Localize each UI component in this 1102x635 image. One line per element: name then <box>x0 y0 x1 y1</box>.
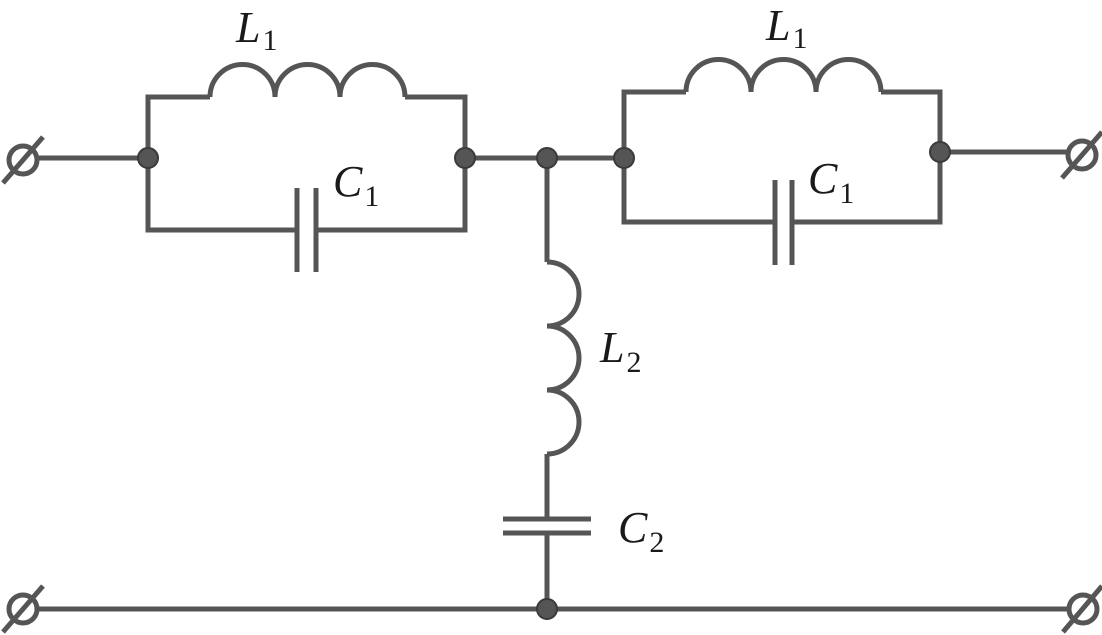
junction-left-tank-in <box>137 147 159 169</box>
label-l2-symbol: L <box>599 323 624 372</box>
label-l1-left: L1 <box>235 3 277 57</box>
inductor-l2 <box>546 259 582 457</box>
terminal-output-bottom <box>1061 584 1102 634</box>
junction-ground <box>536 598 558 620</box>
label-c1-right: C1 <box>808 154 854 210</box>
wire-left-tank-bottom <box>145 158 468 233</box>
inductor-l1-right <box>683 57 884 93</box>
wire-right-tank-top <box>621 89 943 158</box>
label-c2: C2 <box>618 503 664 559</box>
label-l1-right-symbol: L <box>765 1 790 50</box>
label-l2: L2 <box>599 323 641 379</box>
wire-right-tank-bottom <box>621 152 943 225</box>
junction-center <box>536 147 558 169</box>
label-l1-right-sub: 1 <box>792 22 807 55</box>
terminal-input-top <box>1 135 45 185</box>
label-c1-left-sub: 1 <box>364 180 379 213</box>
junction-right-tank-in <box>613 147 635 169</box>
capacitor-c1-left <box>294 188 319 272</box>
junction-right-tank-out <box>929 141 951 163</box>
terminal-output-top <box>1060 130 1102 180</box>
capacitor-c2 <box>503 516 591 536</box>
label-c1-left: C1 <box>333 157 379 213</box>
label-l2-sub: 2 <box>626 346 641 379</box>
label-l1-left-symbol: L <box>235 3 260 52</box>
label-c1-left-symbol: C <box>333 157 363 206</box>
junction-dots <box>137 141 951 620</box>
capacitor-c1-right <box>772 180 795 265</box>
junction-left-tank-out <box>454 147 476 169</box>
label-l1-right: L1 <box>765 1 807 55</box>
label-l1-left-sub: 1 <box>262 24 277 57</box>
wire-left-tank-top <box>145 94 468 158</box>
terminal-input-bottom <box>1 584 45 634</box>
inductor-l1-left <box>207 62 408 98</box>
label-c2-symbol: C <box>618 503 648 552</box>
label-c1-right-sub: 1 <box>839 177 854 210</box>
label-c1-right-symbol: C <box>808 154 838 203</box>
label-c2-sub: 2 <box>649 526 664 559</box>
